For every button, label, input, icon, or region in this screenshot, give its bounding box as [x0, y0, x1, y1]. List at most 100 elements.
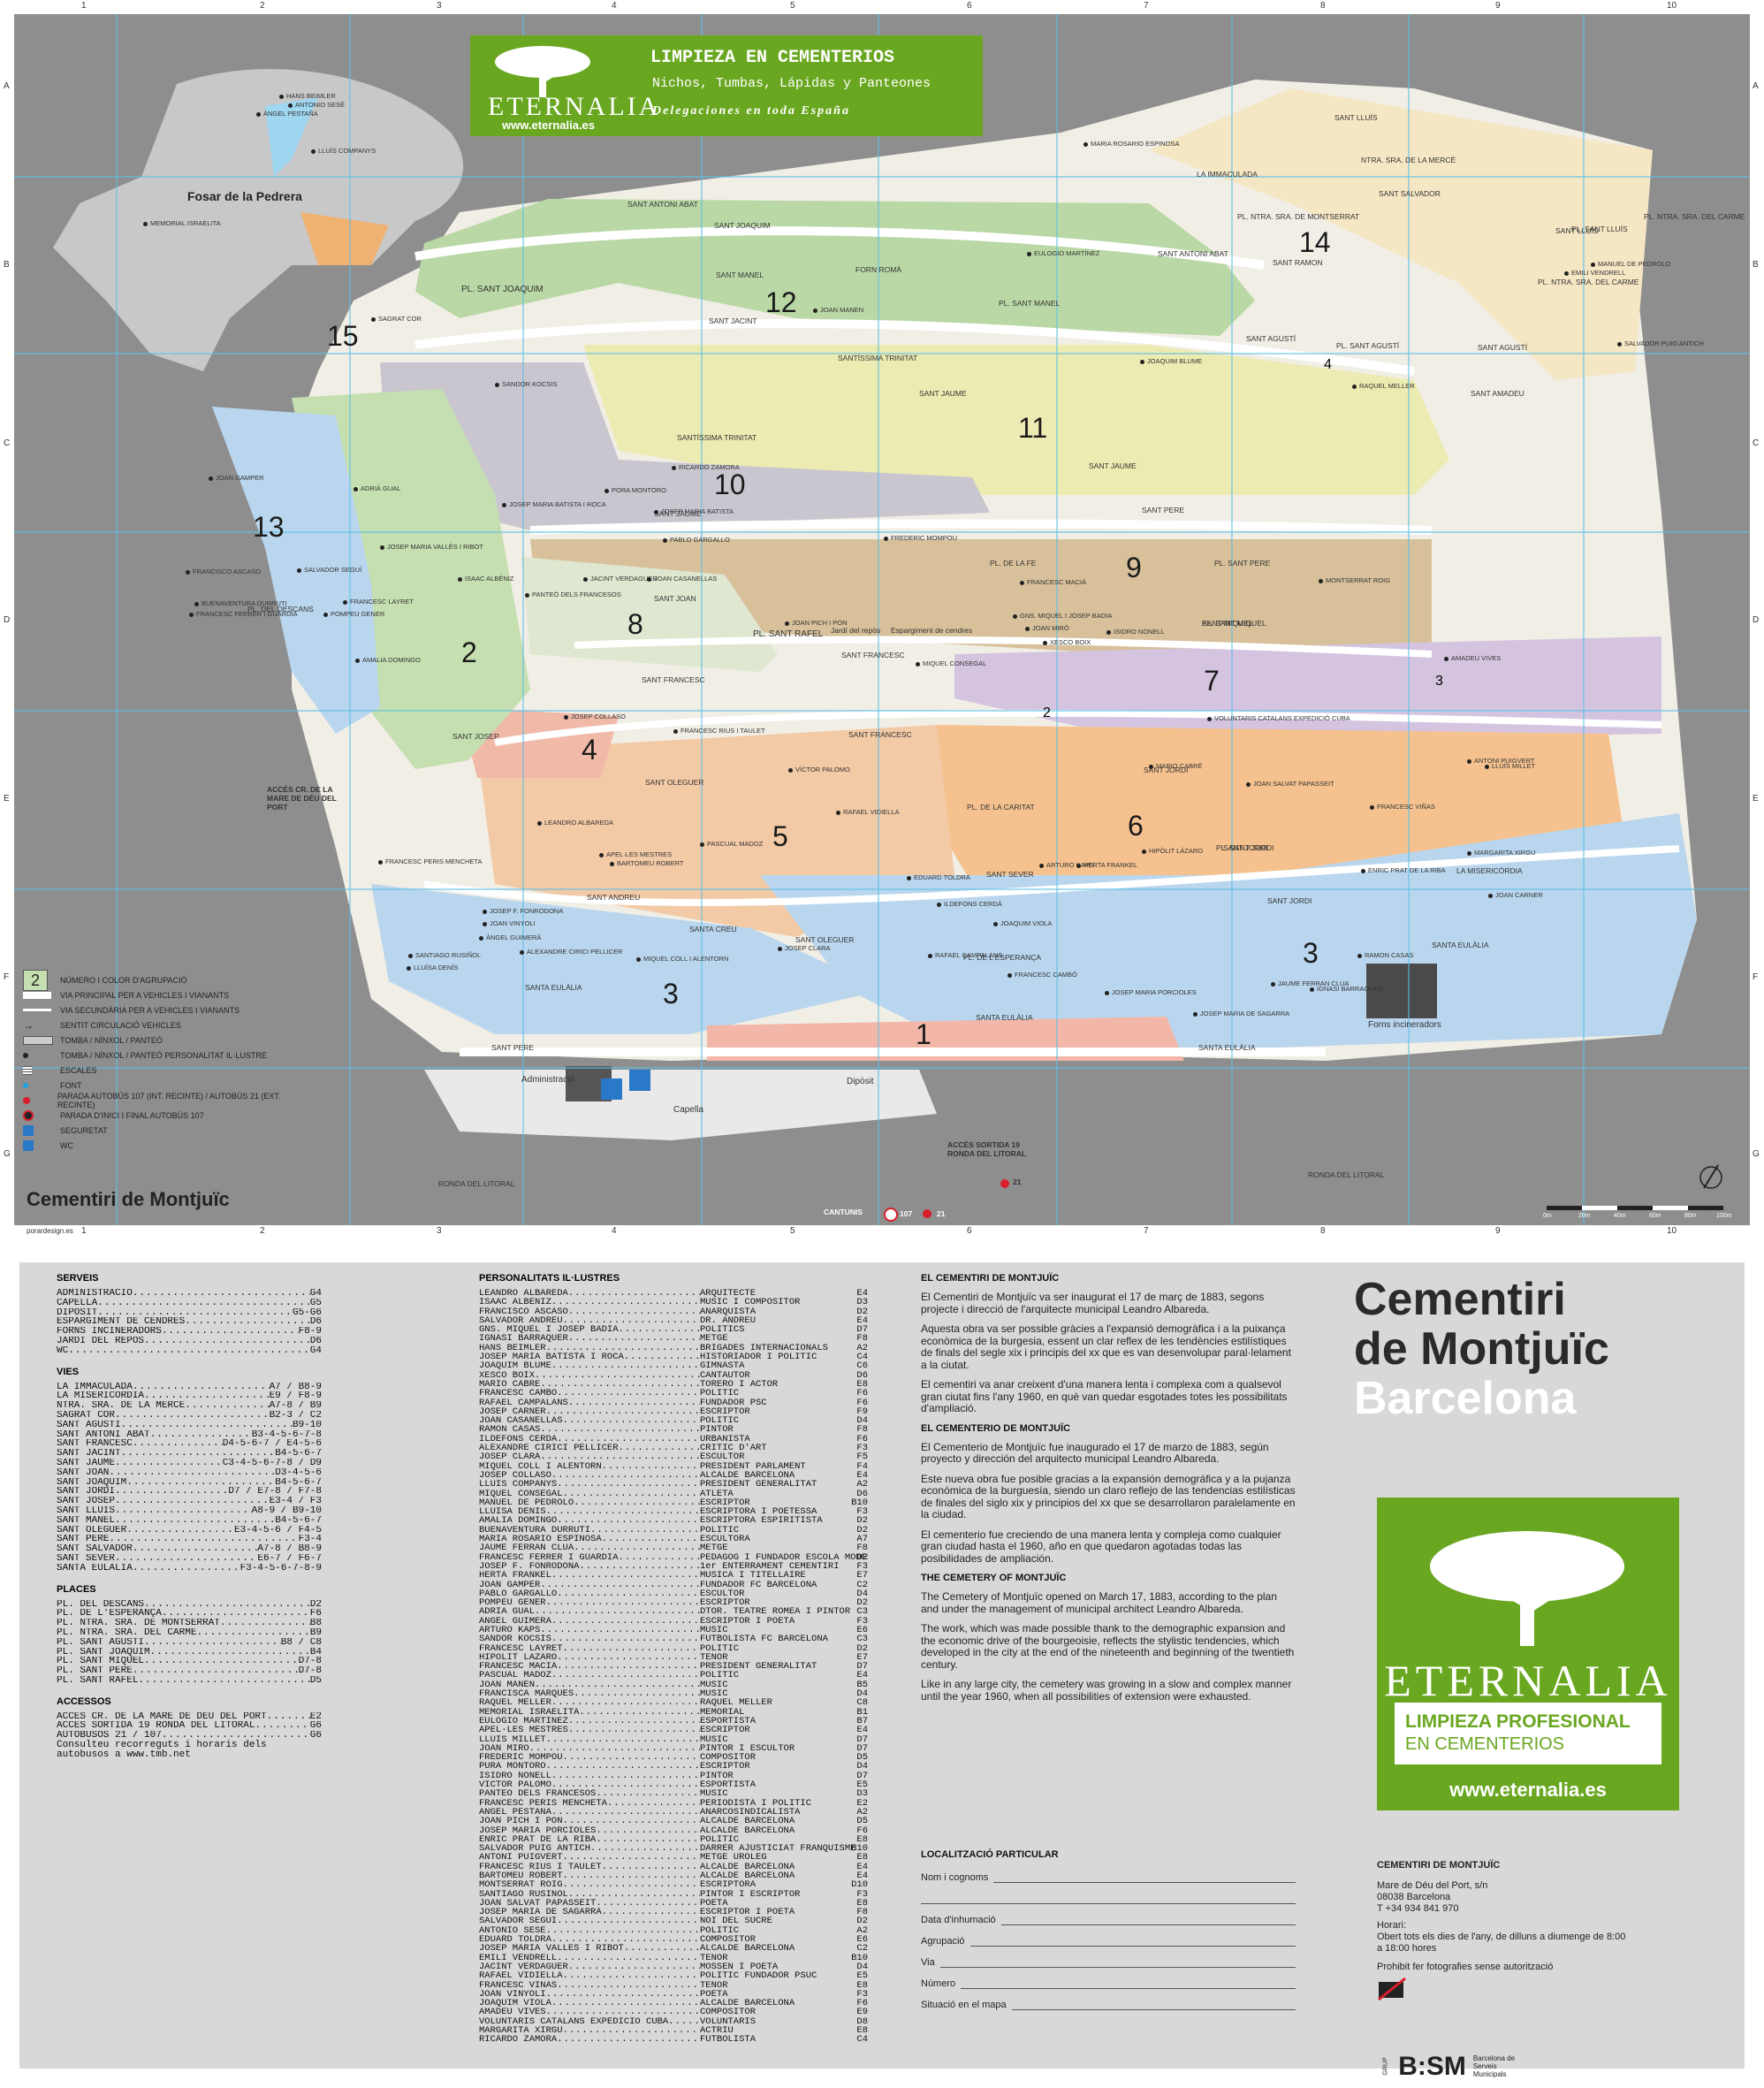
index-entry-name: POMPEU GENER [479, 1598, 546, 1608]
illustrious-tomb-marker[interactable] [1591, 263, 1595, 267]
form-field-number[interactable]: Número [921, 1968, 1296, 1989]
illustrious-tomb-marker[interactable] [610, 862, 614, 866]
illustrious-tomb-marker[interactable] [1142, 850, 1146, 854]
illustrious-tomb-marker[interactable] [371, 317, 376, 322]
eternalia-ad[interactable]: ETERNALIA LIMPIEZA PROFESIONAL EN CEMENT… [1377, 1497, 1679, 1810]
illustrious-tomb-marker[interactable] [993, 922, 998, 926]
form-field-date[interactable]: Data d'inhumació [921, 1904, 1296, 1925]
illustrious-tomb-marker[interactable] [520, 950, 524, 955]
illustrious-tomb-marker[interactable] [1319, 579, 1323, 583]
illustrious-tomb-marker[interactable] [525, 593, 529, 598]
illustrious-tomb-marker[interactable] [1013, 614, 1017, 619]
illustrious-tomb-marker[interactable] [1039, 864, 1044, 868]
illustrious-tomb-marker[interactable] [778, 947, 782, 951]
illustrious-tomb-marker[interactable] [916, 662, 920, 667]
illustrious-tomb-marker[interactable] [189, 613, 194, 617]
illustrious-tomb-marker[interactable] [1357, 954, 1362, 958]
illustrious-tomb-marker[interactable] [1105, 991, 1109, 995]
illustrious-tomb-marker[interactable] [288, 103, 293, 108]
illustrious-tomb-marker[interactable] [1076, 864, 1081, 868]
illustrious-tomb-marker[interactable] [343, 600, 347, 605]
illustrious-tomb-marker[interactable] [1025, 627, 1030, 631]
illustrious-tomb-marker[interactable] [907, 876, 911, 880]
illustrious-tomb-marker[interactable] [700, 842, 704, 847]
illustrious-tomb-marker[interactable] [194, 602, 199, 606]
illustrious-tomb-marker[interactable] [1617, 342, 1622, 347]
illustrious-tomb-marker[interactable] [1140, 360, 1144, 364]
illustrious-tomb-marker[interactable] [1207, 717, 1212, 721]
illustrious-tomb-marker[interactable] [1193, 1012, 1198, 1017]
cemetery-map[interactable]: 1 2 3 4 5 6 7 8 9 10 1 2 3 4 5 6 7 8 9 1… [0, 0, 1764, 1238]
illustrious-tomb-marker[interactable] [604, 489, 609, 493]
form-field-name-2[interactable] [921, 1883, 1296, 1904]
illustrious-tomb-marker[interactable] [256, 112, 261, 117]
illustrious-tomb-marker[interactable] [1564, 271, 1569, 276]
illustrious-tomb-marker[interactable] [502, 503, 506, 507]
illustrious-tomb-marker[interactable] [279, 95, 284, 99]
illustrious-tomb-marker[interactable] [1310, 987, 1314, 992]
illustrious-tomb-marker[interactable] [1083, 142, 1088, 147]
bus-stop-icon[interactable] [923, 1209, 931, 1218]
illustrious-tomb-marker[interactable] [636, 957, 641, 962]
illustrious-tomb-marker[interactable] [1007, 973, 1012, 978]
index-entry-name: JOAN MIRÓ [479, 1743, 529, 1754]
contact-phone[interactable]: T +34 934 841 970 [1377, 1903, 1459, 1914]
illustrious-tomb-marker[interactable] [884, 537, 888, 541]
form-field-name[interactable]: Nom i cognoms [921, 1862, 1296, 1883]
illustrious-tomb-marker[interactable] [458, 577, 462, 582]
illustrious-tomb-marker[interactable] [1467, 759, 1471, 764]
illustrious-tomb-marker[interactable] [483, 922, 487, 926]
eternalia-top-ad[interactable]: ETERNALIA www.eternalia.es LIMPIEZA EN C… [470, 35, 983, 136]
illustrious-tomb-marker[interactable] [1271, 982, 1275, 987]
illustrious-tomb-marker[interactable] [143, 222, 148, 226]
illustrious-tomb-marker[interactable] [928, 954, 932, 958]
illustrious-tomb-marker[interactable] [1106, 630, 1111, 635]
bus-stop-icon[interactable] [1000, 1179, 1009, 1188]
illustrious-tomb-marker[interactable] [1444, 657, 1448, 661]
illustrious-tomb-marker[interactable] [355, 659, 360, 663]
illustrious-tomb-marker[interactable] [1246, 782, 1251, 787]
illustrious-tomb-marker[interactable] [583, 577, 588, 582]
illustrious-tomb-marker[interactable] [408, 954, 413, 958]
illustrious-tomb-marker[interactable] [495, 383, 499, 387]
illustrious-tomb-marker[interactable] [186, 570, 190, 575]
place-label: Dipòsit [847, 1077, 874, 1086]
illustrious-tomb-marker[interactable] [1488, 894, 1493, 898]
illustrious-tomb-marker[interactable] [1485, 765, 1489, 769]
illustrious-tomb-marker[interactable] [673, 729, 678, 734]
illustrious-tomb-marker[interactable] [788, 768, 793, 773]
illustrious-tomb-marker[interactable] [663, 538, 667, 543]
form-field-map-position[interactable]: Situació en el mapa [921, 1989, 1296, 2010]
illustrious-tomb-marker[interactable] [785, 621, 789, 626]
illustrious-tomb-marker[interactable] [1149, 765, 1153, 769]
bus-stop-icon[interactable] [884, 1208, 898, 1222]
illustrious-tomb-marker[interactable] [1020, 581, 1024, 585]
illustrious-tomb-marker[interactable] [537, 821, 542, 826]
illustrious-tomb-marker[interactable] [1352, 385, 1357, 389]
illustrious-tomb-marker[interactable] [647, 577, 651, 582]
illustrious-tomb-marker[interactable] [479, 936, 483, 941]
illustrious-tomb-marker[interactable] [1027, 252, 1031, 256]
illustrious-tomb-marker[interactable] [1361, 869, 1365, 873]
illustrious-tomb-marker[interactable] [672, 466, 676, 470]
illustrious-tomb-marker[interactable] [483, 910, 487, 914]
form-field-street[interactable]: Via [921, 1947, 1296, 1968]
illustrious-tomb-marker[interactable] [323, 613, 328, 617]
illustrious-tomb-marker[interactable] [378, 860, 383, 865]
illustrious-tomb-marker[interactable] [1467, 851, 1471, 856]
illustrious-tomb-marker[interactable] [297, 568, 301, 573]
illustrious-tomb-marker[interactable] [654, 510, 658, 514]
illustrious-tomb-marker[interactable] [407, 966, 411, 971]
illustrious-tomb-marker[interactable] [937, 903, 941, 907]
illustrious-tomb-marker[interactable] [209, 476, 213, 481]
form-field-group[interactable]: Agrupació [921, 1925, 1296, 1947]
illustrious-tomb-marker[interactable] [354, 487, 358, 492]
illustrious-tomb-marker[interactable] [564, 715, 568, 720]
illustrious-tomb-marker[interactable] [813, 309, 817, 313]
illustrious-tomb-marker[interactable] [311, 149, 316, 154]
illustrious-tomb-marker[interactable] [836, 811, 840, 815]
illustrious-tomb-marker[interactable] [380, 545, 384, 550]
illustrious-tomb-marker[interactable] [1043, 641, 1047, 645]
illustrious-tomb-marker[interactable] [599, 853, 604, 857]
illustrious-tomb-marker[interactable] [1370, 805, 1374, 810]
